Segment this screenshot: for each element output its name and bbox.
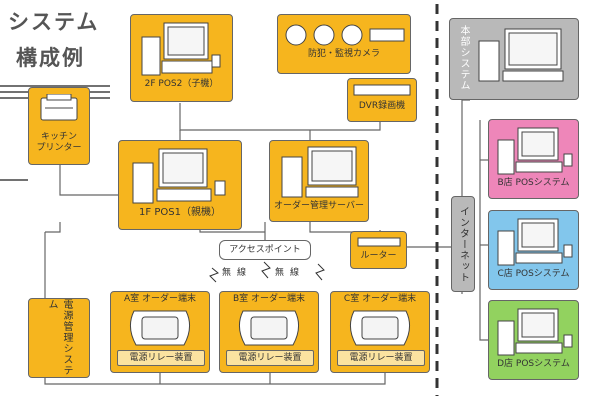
pos-terminal-icon <box>141 22 220 76</box>
room-a-box: A室 オーダー端末 電源リレー装置 <box>110 291 210 373</box>
tablet-icon <box>239 310 299 346</box>
router-icon <box>357 237 400 247</box>
computer-icon <box>478 28 564 82</box>
store-d-box: D店 POSシステム <box>488 300 579 380</box>
room-c-label: C室 オーダー端末 <box>343 294 417 304</box>
room-c-box: C室 オーダー端末 電源リレー装置 <box>330 291 430 373</box>
kitchen-printer-label: キッチン プリンター <box>36 132 82 153</box>
relay-c: 電源リレー装置 <box>337 350 425 366</box>
order-server-box: オーダー管理サーバー <box>269 140 369 222</box>
cameras-box: 防犯・監視カメラ <box>277 14 411 74</box>
server-icon <box>281 146 359 198</box>
internet-box: インターネット <box>451 196 475 292</box>
access-point: アクセスポイント <box>219 240 311 260</box>
kitchen-printer-box: キッチン プリンター <box>28 87 90 165</box>
router-label: ルーター <box>360 251 397 261</box>
room-b-box: B室 オーダー端末 電源リレー装置 <box>219 291 319 373</box>
power-mgmt-box: 電源管理システム <box>28 298 90 378</box>
pos2-label: 2F POS2（子機） <box>144 79 219 89</box>
relay-b: 電源リレー装置 <box>226 350 314 366</box>
pos-terminal-icon <box>497 218 572 266</box>
wireless-label-2: 無線 <box>275 268 306 278</box>
hq-box: 本部システム <box>449 18 579 100</box>
cameras-label: 防犯・監視カメラ <box>307 49 380 59</box>
camera-icon <box>285 24 405 46</box>
store-b-label: B店 POSシステム <box>497 178 570 188</box>
store-c-label: C店 POSシステム <box>497 269 570 279</box>
hq-label: 本部システム <box>458 25 469 91</box>
store-c-box: C店 POSシステム <box>488 210 579 290</box>
tablet-icon <box>350 310 410 346</box>
pos1-label: 1F POS1（親機） <box>139 207 221 218</box>
title-line2: 構成例 <box>16 46 85 70</box>
printer-icon <box>40 94 78 121</box>
wireless-label-1: 無線 <box>222 268 253 278</box>
store-d-label: D店 POSシステム <box>497 359 570 369</box>
title-line1: システム <box>8 10 100 34</box>
store-b-box: B店 POSシステム <box>488 119 579 199</box>
pos1-box: 1F POS1（親機） <box>118 140 242 230</box>
room-b-label: B室 オーダー端末 <box>232 294 306 304</box>
order-server-label: オーダー管理サーバー <box>274 201 364 211</box>
internet-label: インターネット <box>457 205 469 283</box>
tablet-icon <box>130 310 190 346</box>
pos-terminal-icon <box>132 148 226 204</box>
dvr-label: DVR録画機 <box>358 101 406 111</box>
dvr-box: DVR録画機 <box>347 78 417 122</box>
power-mgmt-label: 電源管理システム <box>46 299 72 376</box>
relay-a: 電源リレー装置 <box>117 350 205 366</box>
pos-terminal-icon <box>497 308 572 356</box>
pos-terminal-icon <box>497 127 572 175</box>
pos2-box: 2F POS2（子機） <box>130 14 233 102</box>
dvr-icon <box>353 84 411 96</box>
router-box: ルーター <box>350 231 407 269</box>
room-a-label: A室 オーダー端末 <box>123 294 197 304</box>
